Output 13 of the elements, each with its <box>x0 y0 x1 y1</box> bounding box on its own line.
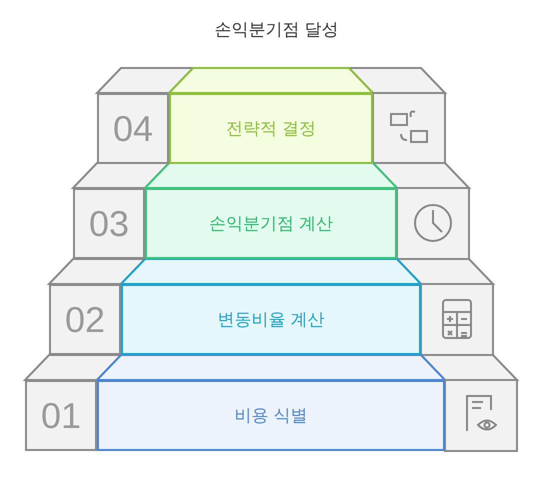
step-number-box <box>97 93 169 164</box>
step-number: 04 <box>112 108 154 150</box>
step-number-box <box>25 380 97 451</box>
step-number: 01 <box>40 394 82 436</box>
step-label: 비용 식별 <box>234 405 308 427</box>
step-label: 변동비율 계산 <box>217 309 325 331</box>
step-label: 전략적 결정 <box>226 118 316 140</box>
step-number-box <box>73 188 145 259</box>
step-number-box <box>49 284 121 355</box>
step-number: 02 <box>64 298 106 340</box>
diagram-title: 손익분기점 달성 <box>213 19 340 41</box>
step-number: 03 <box>88 202 130 244</box>
step-label: 손익분기점 계산 <box>208 213 334 235</box>
